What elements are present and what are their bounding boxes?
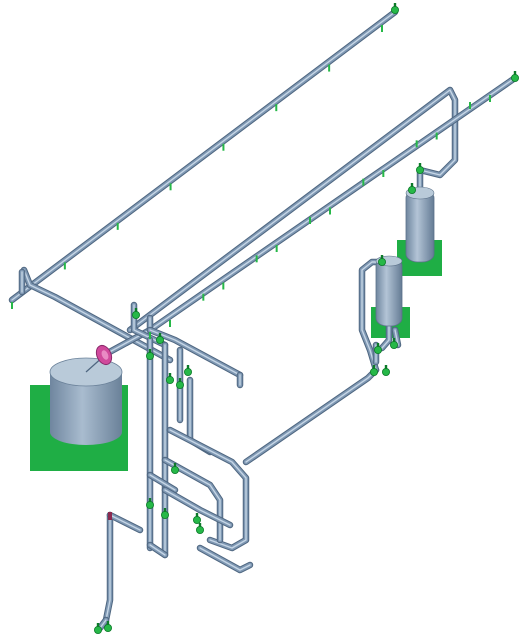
valve-12: [415, 163, 424, 174]
valve-11: [373, 343, 382, 354]
pipe-segment-17-highlight: [149, 474, 176, 491]
valve-14: [377, 255, 386, 266]
valve-21: [175, 378, 184, 389]
pipe-segment-25-highlight: [394, 329, 399, 346]
pipe-segment-19-highlight: [149, 544, 166, 556]
pipe-network: [8, 8, 519, 632]
pipe-segment-28-highlight: [99, 619, 107, 629]
riser-stub: [108, 512, 112, 520]
valve-7: [192, 513, 201, 525]
valve-6: [195, 523, 204, 535]
valve-2: [165, 373, 174, 384]
valve-20: [155, 333, 164, 344]
valve-13: [407, 183, 416, 194]
valve-1: [145, 349, 154, 360]
valve-9: [381, 365, 390, 376]
pipe-segment-24-highlight: [381, 325, 390, 349]
pipe-segment-4-highlight: [23, 269, 171, 361]
pipe-segment-1-highlight: [11, 11, 396, 301]
vertical-vessel-lower: [375, 255, 403, 327]
vertical-vessel-upper: [405, 186, 435, 263]
pipe-segment-9-highlight: [149, 329, 241, 376]
pipe-segment-18-highlight: [164, 489, 231, 526]
valve-8: [369, 365, 378, 376]
pipe-segment-15-highlight: [169, 429, 247, 549]
pipe-segment-22-highlight: [361, 261, 383, 371]
valve-fittings: [11, 3, 519, 635]
valve-5: [170, 463, 179, 474]
pipe-segment-27-highlight: [109, 514, 141, 531]
pipe-segment-26-highlight: [105, 514, 111, 621]
valve-22: [183, 365, 192, 376]
valve-4: [160, 508, 169, 519]
valve-16: [94, 623, 103, 635]
valve-15: [104, 621, 113, 633]
large-storage-tank: [49, 355, 123, 445]
valve-19: [131, 308, 140, 319]
pipe-segment-3-highlight: [149, 77, 516, 331]
valve-3: [145, 498, 154, 509]
pump-flange: [95, 344, 113, 366]
valve-18: [510, 71, 519, 83]
valve-17: [390, 3, 399, 14]
valve-10: [389, 338, 398, 349]
pipe-segment-15: [167, 427, 249, 551]
pipe-segment-20-highlight: [199, 547, 251, 571]
